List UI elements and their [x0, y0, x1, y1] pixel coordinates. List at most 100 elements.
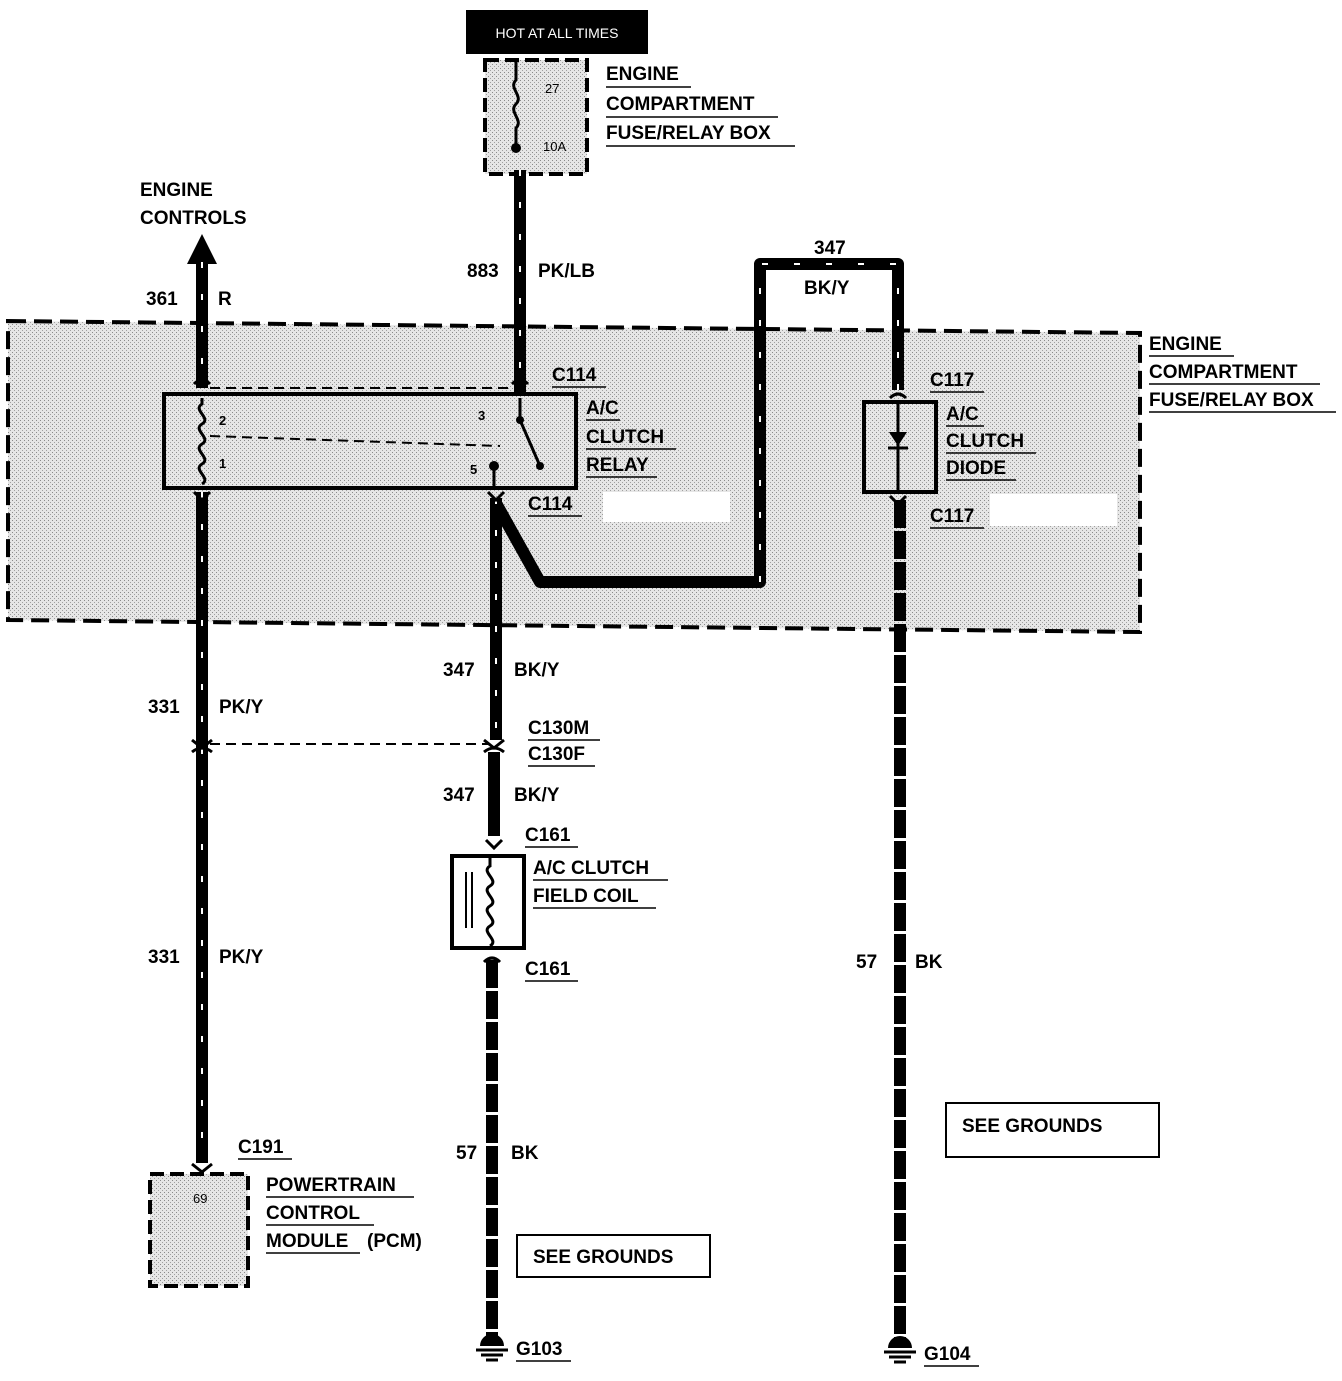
wire-883-circuit: 883: [467, 261, 499, 282]
fuse-box-label: ENGINE COMPARTMENT FUSE/RELAY BOX: [606, 64, 795, 147]
see-grounds-left-text: SEE GROUNDS: [533, 1247, 673, 1268]
wire-57-left-color: BK: [511, 1143, 539, 1164]
connector-c191: [191, 1162, 213, 1174]
ground-g103-label: G103: [516, 1339, 571, 1362]
power-source-label: HOT AT ALL TIMES: [496, 25, 619, 41]
relay-connector-label-top: C114: [552, 365, 606, 388]
wire-347-b-circuit: 347: [443, 785, 475, 806]
relay-connector-label-bottom: C114: [528, 494, 582, 517]
ac-clutch-diode[interactable]: [862, 400, 938, 494]
svg-text:C117: C117: [930, 370, 974, 391]
engine-compartment-box-label: ENGINE COMPARTMENT FUSE/RELAY BOX: [1149, 334, 1336, 413]
svg-text:ENGINE: ENGINE: [606, 64, 679, 85]
wire-57-right-color: BK: [915, 952, 943, 973]
relay-pin-5: 5: [470, 462, 477, 477]
svg-text:ENGINE: ENGINE: [140, 180, 213, 201]
wire-883-color: PK/LB: [538, 261, 595, 282]
blank-patch-1: [603, 492, 730, 522]
svg-text:C117: C117: [930, 506, 974, 527]
wire-347-loop: [491, 258, 904, 588]
wire-331-b-color: PK/Y: [219, 947, 264, 968]
fuse-number: 27: [545, 81, 559, 96]
wire-57-right-circuit: 57: [856, 952, 877, 973]
diode-connector-label-top: C117: [930, 370, 984, 393]
svg-text:G104: G104: [924, 1344, 971, 1365]
connector-c130-331: [191, 738, 213, 754]
svg-text:C114: C114: [552, 365, 597, 386]
svg-text:FUSE/RELAY BOX: FUSE/RELAY BOX: [1149, 390, 1314, 411]
svg-text:C114: C114: [528, 494, 573, 515]
blank-patch-2: [990, 494, 1117, 526]
wire-331-a-color: PK/Y: [219, 697, 264, 718]
svg-text:RELAY: RELAY: [586, 455, 649, 476]
connector-c114-bot-347: [486, 490, 506, 503]
svg-text:FIELD COIL: FIELD COIL: [533, 886, 639, 907]
svg-text:CONTROLS: CONTROLS: [140, 208, 247, 229]
see-grounds-right-text: SEE GROUNDS: [962, 1116, 1102, 1137]
wire-347-top-color: BK/Y: [804, 278, 850, 299]
ac-clutch-relay[interactable]: [162, 392, 578, 490]
connector-c161-bot: [482, 956, 502, 964]
wire-347-top-circuit: 347: [814, 238, 846, 259]
coil-connector-label-top: C161: [525, 825, 578, 848]
svg-text:MODULE: MODULE: [266, 1231, 348, 1252]
connector-c114-bot-331: [192, 490, 212, 503]
see-grounds-box-right[interactable]: [945, 1102, 1160, 1158]
svg-text:A/C CLUTCH: A/C CLUTCH: [533, 858, 649, 879]
diode-connector-label-bottom: C117: [930, 506, 984, 529]
svg-text:CLUTCH: CLUTCH: [946, 431, 1024, 452]
svg-text:DIODE: DIODE: [946, 458, 1006, 479]
connector-c114-top-883: [510, 378, 530, 386]
svg-text:G103: G103: [516, 1339, 562, 1360]
coil-label: A/C CLUTCH FIELD COIL: [533, 858, 668, 909]
svg-text:(PCM): (PCM): [367, 1231, 422, 1252]
relay-pin-2: 2: [219, 413, 226, 428]
svg-text:COMPARTMENT: COMPARTMENT: [1149, 362, 1298, 383]
wire-347-a-color: BK/Y: [514, 660, 560, 681]
inline-connector-label: C130M C130F: [528, 718, 600, 767]
svg-text:C191: C191: [238, 1137, 284, 1158]
connector-c117-top: [888, 392, 908, 400]
wire-331-b-circuit: 331: [148, 947, 180, 968]
fuse-rating: 10A: [543, 139, 566, 154]
see-grounds-box-left[interactable]: [516, 1234, 711, 1278]
svg-text:C161: C161: [525, 825, 571, 846]
relay-contact-arm: [536, 462, 544, 470]
wire-57-left-circuit: 57: [456, 1143, 477, 1164]
engine-controls-arrow: [187, 234, 217, 264]
relay-label: A/C CLUTCH RELAY: [586, 398, 676, 478]
svg-text:ENGINE: ENGINE: [1149, 334, 1222, 355]
relay-pin-3: 3: [478, 408, 485, 423]
svg-text:CONTROL: CONTROL: [266, 1203, 360, 1224]
pcm-pin: 69: [193, 1191, 207, 1206]
svg-text:A/C: A/C: [586, 398, 619, 419]
fuse-box: [483, 58, 589, 176]
wire-347-b-color: BK/Y: [514, 785, 560, 806]
svg-text:C130F: C130F: [528, 744, 585, 765]
fuse-icon: [512, 58, 520, 148]
connector-c114-top-361: [192, 378, 212, 386]
wire-331-a-circuit: 331: [148, 697, 180, 718]
connector-c161-top: [484, 838, 504, 851]
fuse-node: [511, 143, 521, 153]
ground-g104-icon: [884, 1336, 916, 1364]
powertrain-control-module[interactable]: [148, 1172, 250, 1288]
pcm-connector-label: C191: [238, 1137, 292, 1160]
ground-g104-label: G104: [924, 1344, 979, 1367]
relay-coil-icon: [197, 398, 207, 486]
pcm-label: POWERTRAIN CONTROL MODULE (PCM): [266, 1175, 422, 1254]
svg-text:C130M: C130M: [528, 718, 589, 739]
engine-controls-label: ENGINE CONTROLS: [140, 180, 247, 229]
diode-icon: [889, 432, 907, 446]
svg-text:CLUTCH: CLUTCH: [586, 427, 664, 448]
ground-g103-icon: [476, 1334, 508, 1362]
svg-text:POWERTRAIN: POWERTRAIN: [266, 1175, 396, 1196]
ac-clutch-field-coil[interactable]: [450, 854, 526, 950]
svg-text:C161: C161: [525, 959, 571, 980]
relay-contact-3: [516, 416, 524, 424]
relay-pin-1: 1: [219, 456, 226, 471]
svg-text:FUSE/RELAY BOX: FUSE/RELAY BOX: [606, 123, 771, 144]
svg-text:A/C: A/C: [946, 404, 979, 425]
svg-text:COMPARTMENT: COMPARTMENT: [606, 94, 755, 115]
